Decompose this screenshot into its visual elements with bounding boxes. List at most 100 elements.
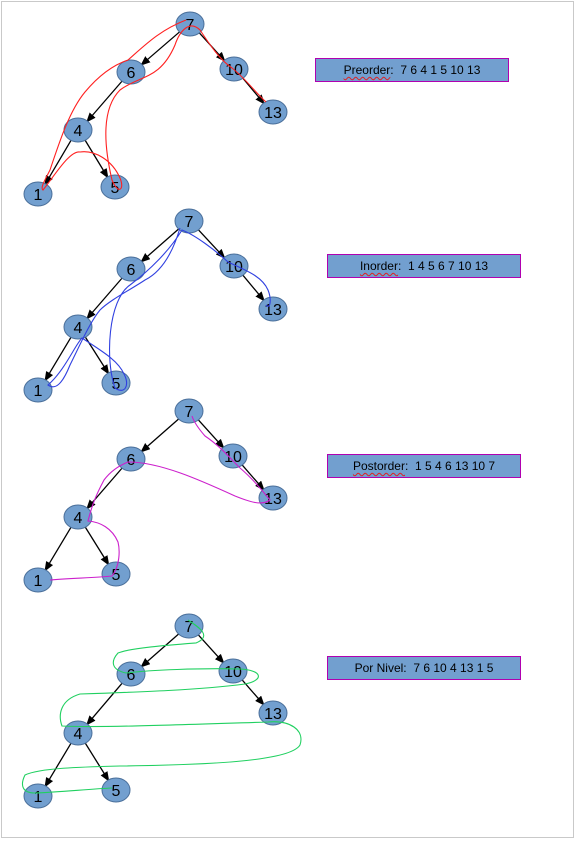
- postorder-node-label-10: 10: [224, 449, 242, 466]
- postorder-node-13: 13: [258, 485, 288, 511]
- postorder-traversal-trace: [49, 415, 271, 581]
- por-nivel-node-circle-4: [63, 720, 93, 746]
- postorder-node-circle-10: [218, 443, 248, 469]
- por-nivel-traversal-trace: [21, 619, 302, 794]
- postorder-node-label-1: 1: [34, 573, 43, 590]
- inorder-traversal-trace: [47, 227, 271, 391]
- por-nivel-node-label-5: 5: [112, 783, 121, 800]
- inorder-node-label-6: 6: [127, 262, 136, 279]
- preorder-node-1: 1: [23, 181, 53, 207]
- postorder-node-7: 7: [174, 398, 204, 424]
- inorder-label-colon: :: [397, 259, 408, 273]
- preorder-node-circle-13: [258, 99, 288, 125]
- inorder-label-box: Inorder: 1 4 5 6 7 10 13: [327, 254, 521, 278]
- postorder-node-1: 1: [23, 567, 53, 593]
- por-nivel-node-circle-1: [23, 783, 53, 809]
- por-nivel-node-6: 6: [116, 661, 146, 687]
- postorder-tree: 7 6 10 4 13 1 5: [23, 398, 288, 593]
- inorder-node-circle-1: [23, 377, 53, 403]
- por-nivel-node-circle-13: [258, 700, 288, 726]
- postorder-node-10: 10: [218, 443, 248, 469]
- preorder-node-13: 13: [258, 99, 288, 125]
- postorder-node-circle-4: [63, 504, 93, 530]
- inorder-edge-4-1: [44, 335, 73, 382]
- por-nivel-label-colon: :: [403, 661, 414, 675]
- preorder-node-label-7: 7: [186, 17, 195, 34]
- inorder-node-circle-4: [63, 314, 93, 340]
- inorder-edge-6-4: [86, 276, 124, 320]
- por-nivel-label-box: Por Nivel: 7 6 10 4 13 1 5: [327, 656, 521, 680]
- inorder-edge-7-10: [197, 228, 226, 259]
- preorder-node-label-5: 5: [111, 180, 120, 197]
- inorder-label-name: Inorder: [359, 259, 398, 273]
- preorder-node-label-6: 6: [127, 65, 136, 82]
- inorder-edge-10-13: [241, 273, 265, 302]
- por-nivel-edge-10-13: [240, 678, 265, 706]
- postorder-node-circle-5: [101, 561, 131, 587]
- inorder-sequence: 1 4 5 6 7 10 13: [407, 259, 489, 273]
- preorder-node-5: 5: [100, 174, 130, 200]
- preorder-traversal-trace: [41, 19, 267, 191]
- preorder-edge-4-5: [83, 138, 109, 179]
- por-nivel-sequence: 7 6 10 4 13 1 5: [413, 661, 494, 675]
- preorder-node-6: 6: [116, 59, 146, 85]
- por-nivel-edge-7-10: [196, 633, 225, 664]
- por-nivel-node-13: 13: [258, 700, 288, 726]
- preorder-edge-4-1: [44, 138, 73, 186]
- inorder-node-circle-5: [101, 370, 131, 396]
- por-nivel-node-1: 1: [23, 783, 53, 809]
- inorder-node-5: 5: [101, 370, 131, 396]
- por-nivel-edge-7-6: [140, 632, 181, 668]
- preorder-edge-7-6: [140, 30, 182, 66]
- inorder-node-1: 1: [23, 377, 53, 403]
- por-nivel-node-5: 5: [101, 777, 131, 803]
- postorder-edge-6-4: [86, 466, 124, 510]
- preorder-node-7: 7: [175, 11, 205, 37]
- preorder-label-colon: :: [390, 63, 401, 77]
- inorder-node-4: 4: [63, 314, 93, 340]
- postorder-edge-10-13: [240, 463, 265, 491]
- por-nivel-node-label-13: 13: [264, 706, 282, 723]
- inorder-node-label-13: 13: [264, 302, 282, 319]
- postorder-node-circle-13: [258, 485, 288, 511]
- preorder-node-label-13: 13: [264, 105, 282, 122]
- postorder-node-5: 5: [101, 561, 131, 587]
- por-nivel-node-label-6: 6: [127, 667, 136, 684]
- inorder-node-circle-6: [116, 256, 146, 282]
- postorder-node-4: 4: [63, 504, 93, 530]
- postorder-node-label-5: 5: [112, 567, 121, 584]
- por-nivel-node-label-4: 4: [74, 726, 83, 743]
- postorder-node-label-4: 4: [74, 510, 83, 527]
- inorder-node-circle-10: [219, 253, 249, 279]
- preorder-node-label-1: 1: [34, 187, 43, 204]
- postorder-label-colon: :: [404, 459, 415, 473]
- preorder-label-name: Preorder: [343, 63, 391, 77]
- por-nivel-node-label-1: 1: [34, 789, 43, 806]
- inorder-node-label-5: 5: [112, 376, 121, 393]
- por-nivel-node-4: 4: [63, 720, 93, 746]
- por-nivel-edge-4-1: [44, 741, 73, 788]
- postorder-sequence: 1 5 4 6 13 10 7: [414, 459, 496, 473]
- preorder-label-box: Preorder: 7 6 4 1 5 10 13: [315, 58, 509, 82]
- por-nivel-edge-4-5: [84, 741, 110, 782]
- postorder-node-label-13: 13: [264, 491, 282, 508]
- por-nivel-node-10: 10: [218, 658, 248, 684]
- postorder-node-6: 6: [116, 446, 146, 472]
- postorder-edge-4-5: [84, 525, 110, 566]
- por-nivel-tree: 7 6 10 4 13 1 5: [21, 613, 302, 809]
- postorder-node-label-7: 7: [185, 404, 194, 421]
- por-nivel-node-label-7: 7: [185, 619, 194, 636]
- postorder-edge-7-10: [196, 418, 225, 449]
- preorder-node-label-4: 4: [74, 123, 83, 140]
- por-nivel-edge-6-4: [86, 681, 124, 726]
- inorder-edge-7-6: [140, 227, 181, 263]
- por-nivel-node-circle-10: [218, 658, 248, 684]
- por-nivel-label-name: Por Nivel: [354, 661, 404, 675]
- inorder-node-6: 6: [116, 256, 146, 282]
- inorder-node-13: 13: [258, 296, 288, 322]
- postorder-node-circle-7: [174, 398, 204, 424]
- preorder-sequence: 7 6 4 1 5 10 13: [400, 63, 481, 77]
